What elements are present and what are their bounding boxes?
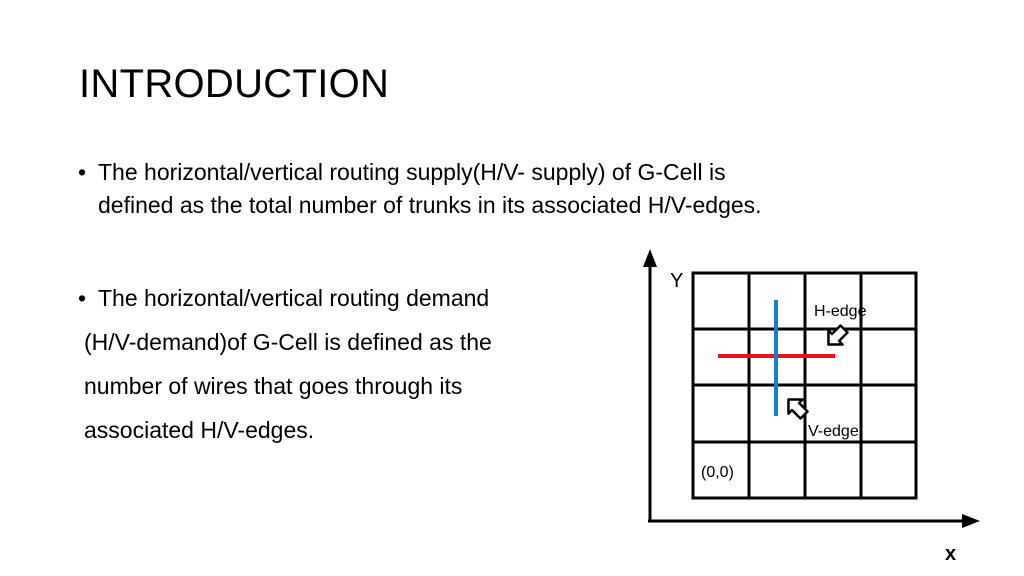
origin-label: (0,0) <box>701 464 734 481</box>
bullet-demand-line-1: The horizontal/vertical routing demand <box>98 285 490 311</box>
bullet-marker: • <box>78 285 87 311</box>
bullet-supply-line-2: defined as the total number of trunks in… <box>98 192 762 218</box>
y-axis-label: Y <box>670 270 683 292</box>
x-axis-label: x <box>945 543 956 565</box>
v-edge-arrow-icon <box>787 398 809 420</box>
slide-title: INTRODUCTION <box>79 62 390 106</box>
bullet-supply: • The horizontal/vertical routing supply… <box>78 156 938 222</box>
bullet-marker: • <box>78 159 87 185</box>
h-edge-label: H-edge <box>814 303 867 320</box>
bullet-demand-line-4: associated H/V-edges. <box>84 417 315 443</box>
v-edge-label: V-edge <box>808 423 859 440</box>
x-axis-arrow <box>962 514 980 528</box>
bullet-demand-line-3: number of wires that goes through its <box>84 373 463 399</box>
y-axis-arrow <box>643 249 657 267</box>
gcell-grid <box>691 271 918 500</box>
h-edge-arrow-icon <box>827 324 849 346</box>
gcell-grid-diagram: Y x H-edge V-edge (0,0) <box>643 249 980 565</box>
bullet-demand-line-2: (H/V-demand)of G-Cell is defined as the <box>84 329 492 355</box>
bullet-demand: • The horizontal/vertical routing demand… <box>78 276 598 452</box>
bullet-supply-line-1: The horizontal/vertical routing supply(H… <box>98 159 726 185</box>
